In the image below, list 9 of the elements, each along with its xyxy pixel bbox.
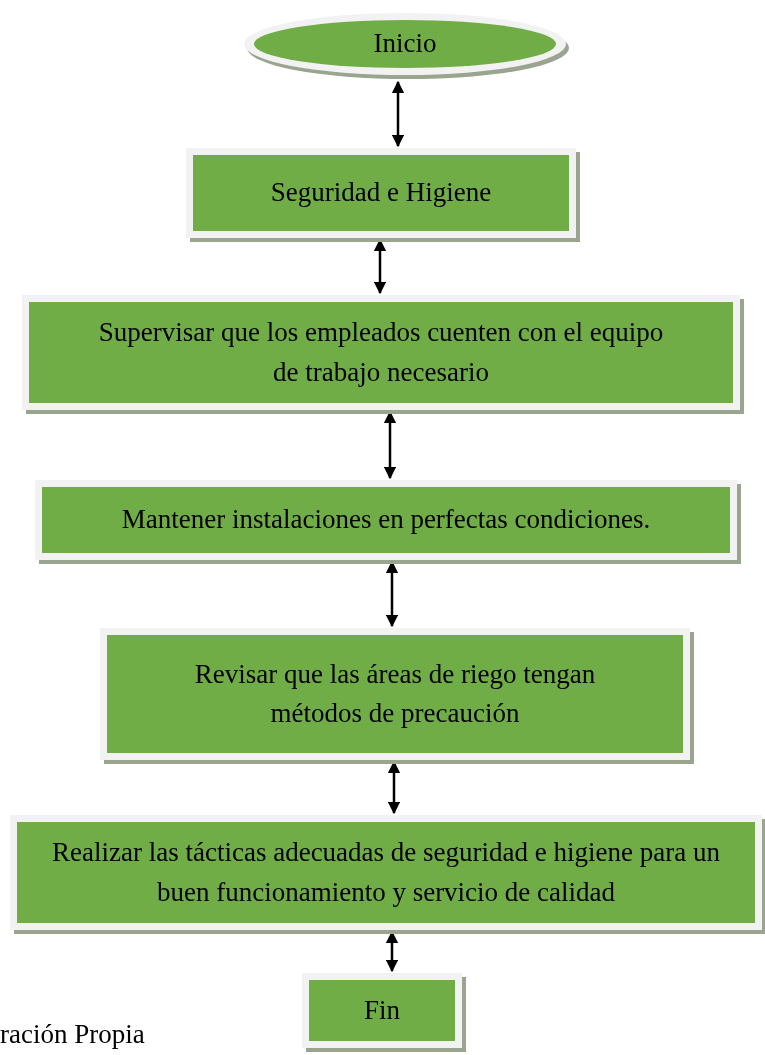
node-label: Inicio bbox=[373, 27, 437, 61]
node-label: Supervisar que los empleados cuenten con el equipo de trabajo necesario bbox=[97, 316, 665, 389]
node-label: Mantener instalaciones en perfectas condiciones. bbox=[121, 503, 651, 537]
node-label: Revisar que las áreas de riego tengan métodos de precaución bbox=[193, 657, 597, 730]
node-label: Seguridad e Higiene bbox=[270, 176, 492, 210]
double-arrow bbox=[391, 80, 405, 148]
source-note: ración Propia bbox=[0, 1018, 145, 1051]
node-label: Realizar las tácticas adecuadas de seguridad e higiene para un buen funcionamiento y servicio de calidad bbox=[51, 836, 721, 909]
node-label: Fin bbox=[364, 993, 400, 1027]
